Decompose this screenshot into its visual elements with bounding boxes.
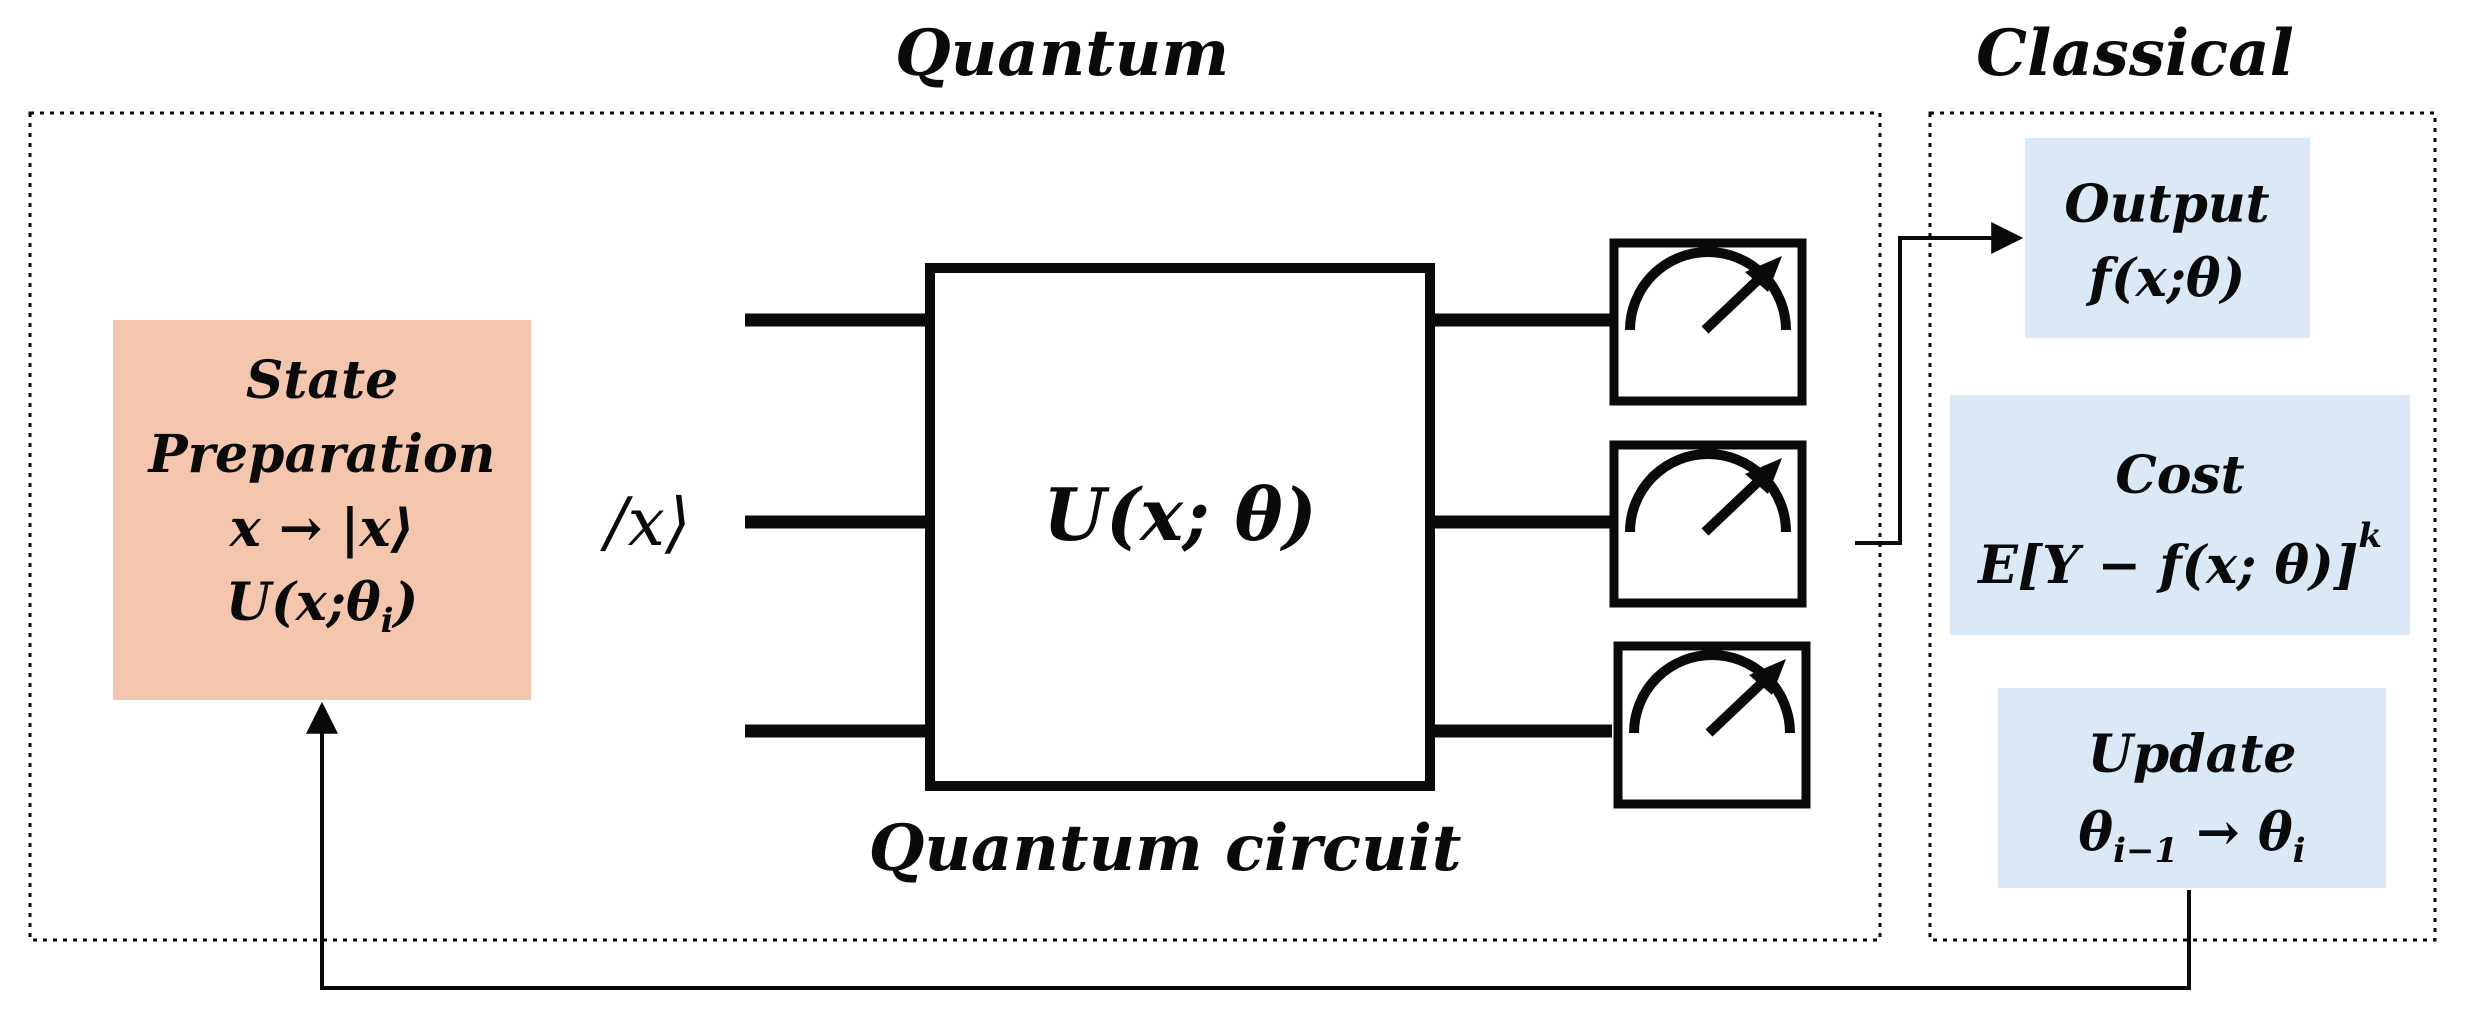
feedback-loop-arrow xyxy=(306,701,2191,990)
unitary-gate-box xyxy=(925,263,1435,791)
qubit-wires xyxy=(745,313,1612,738)
meter-icon xyxy=(1609,238,1807,406)
output-box xyxy=(2025,138,2310,338)
classical-section-title: Classical xyxy=(1976,16,2294,91)
input-ket-label: /x⟩ xyxy=(599,484,690,561)
quantum-circuit-caption: Quantum circuit xyxy=(869,811,1462,886)
cost-formula: E[Y − f(x; θ)]k xyxy=(1976,516,2382,596)
quantum-section-title: Quantum xyxy=(895,16,1229,91)
output-title: Output xyxy=(2064,174,2269,235)
quantum-section-border xyxy=(28,111,1882,942)
state-prep-line-1: State xyxy=(246,350,398,411)
state-prep-line-3: x → |x⟩ xyxy=(229,498,414,559)
output-formula: f(x;θ) xyxy=(2085,248,2245,309)
cost-box xyxy=(1950,395,2410,635)
meter-icon xyxy=(1613,641,1811,809)
state-prep-line-4: U(x;θi) xyxy=(226,572,418,641)
measurement-to-output-arrow xyxy=(1855,222,2024,545)
cost-title: Cost xyxy=(2115,445,2244,506)
unitary-gate-label: U(x; θ) xyxy=(1043,472,1317,557)
update-box xyxy=(1998,688,2386,888)
meter-icon xyxy=(1609,440,1807,608)
state-preparation-box xyxy=(113,320,531,700)
state-prep-line-2: Preparation xyxy=(147,424,496,485)
update-title: Update xyxy=(2088,724,2297,785)
classical-section-border xyxy=(1928,111,2437,942)
update-formula: θi−1 → θi xyxy=(2078,802,2305,871)
